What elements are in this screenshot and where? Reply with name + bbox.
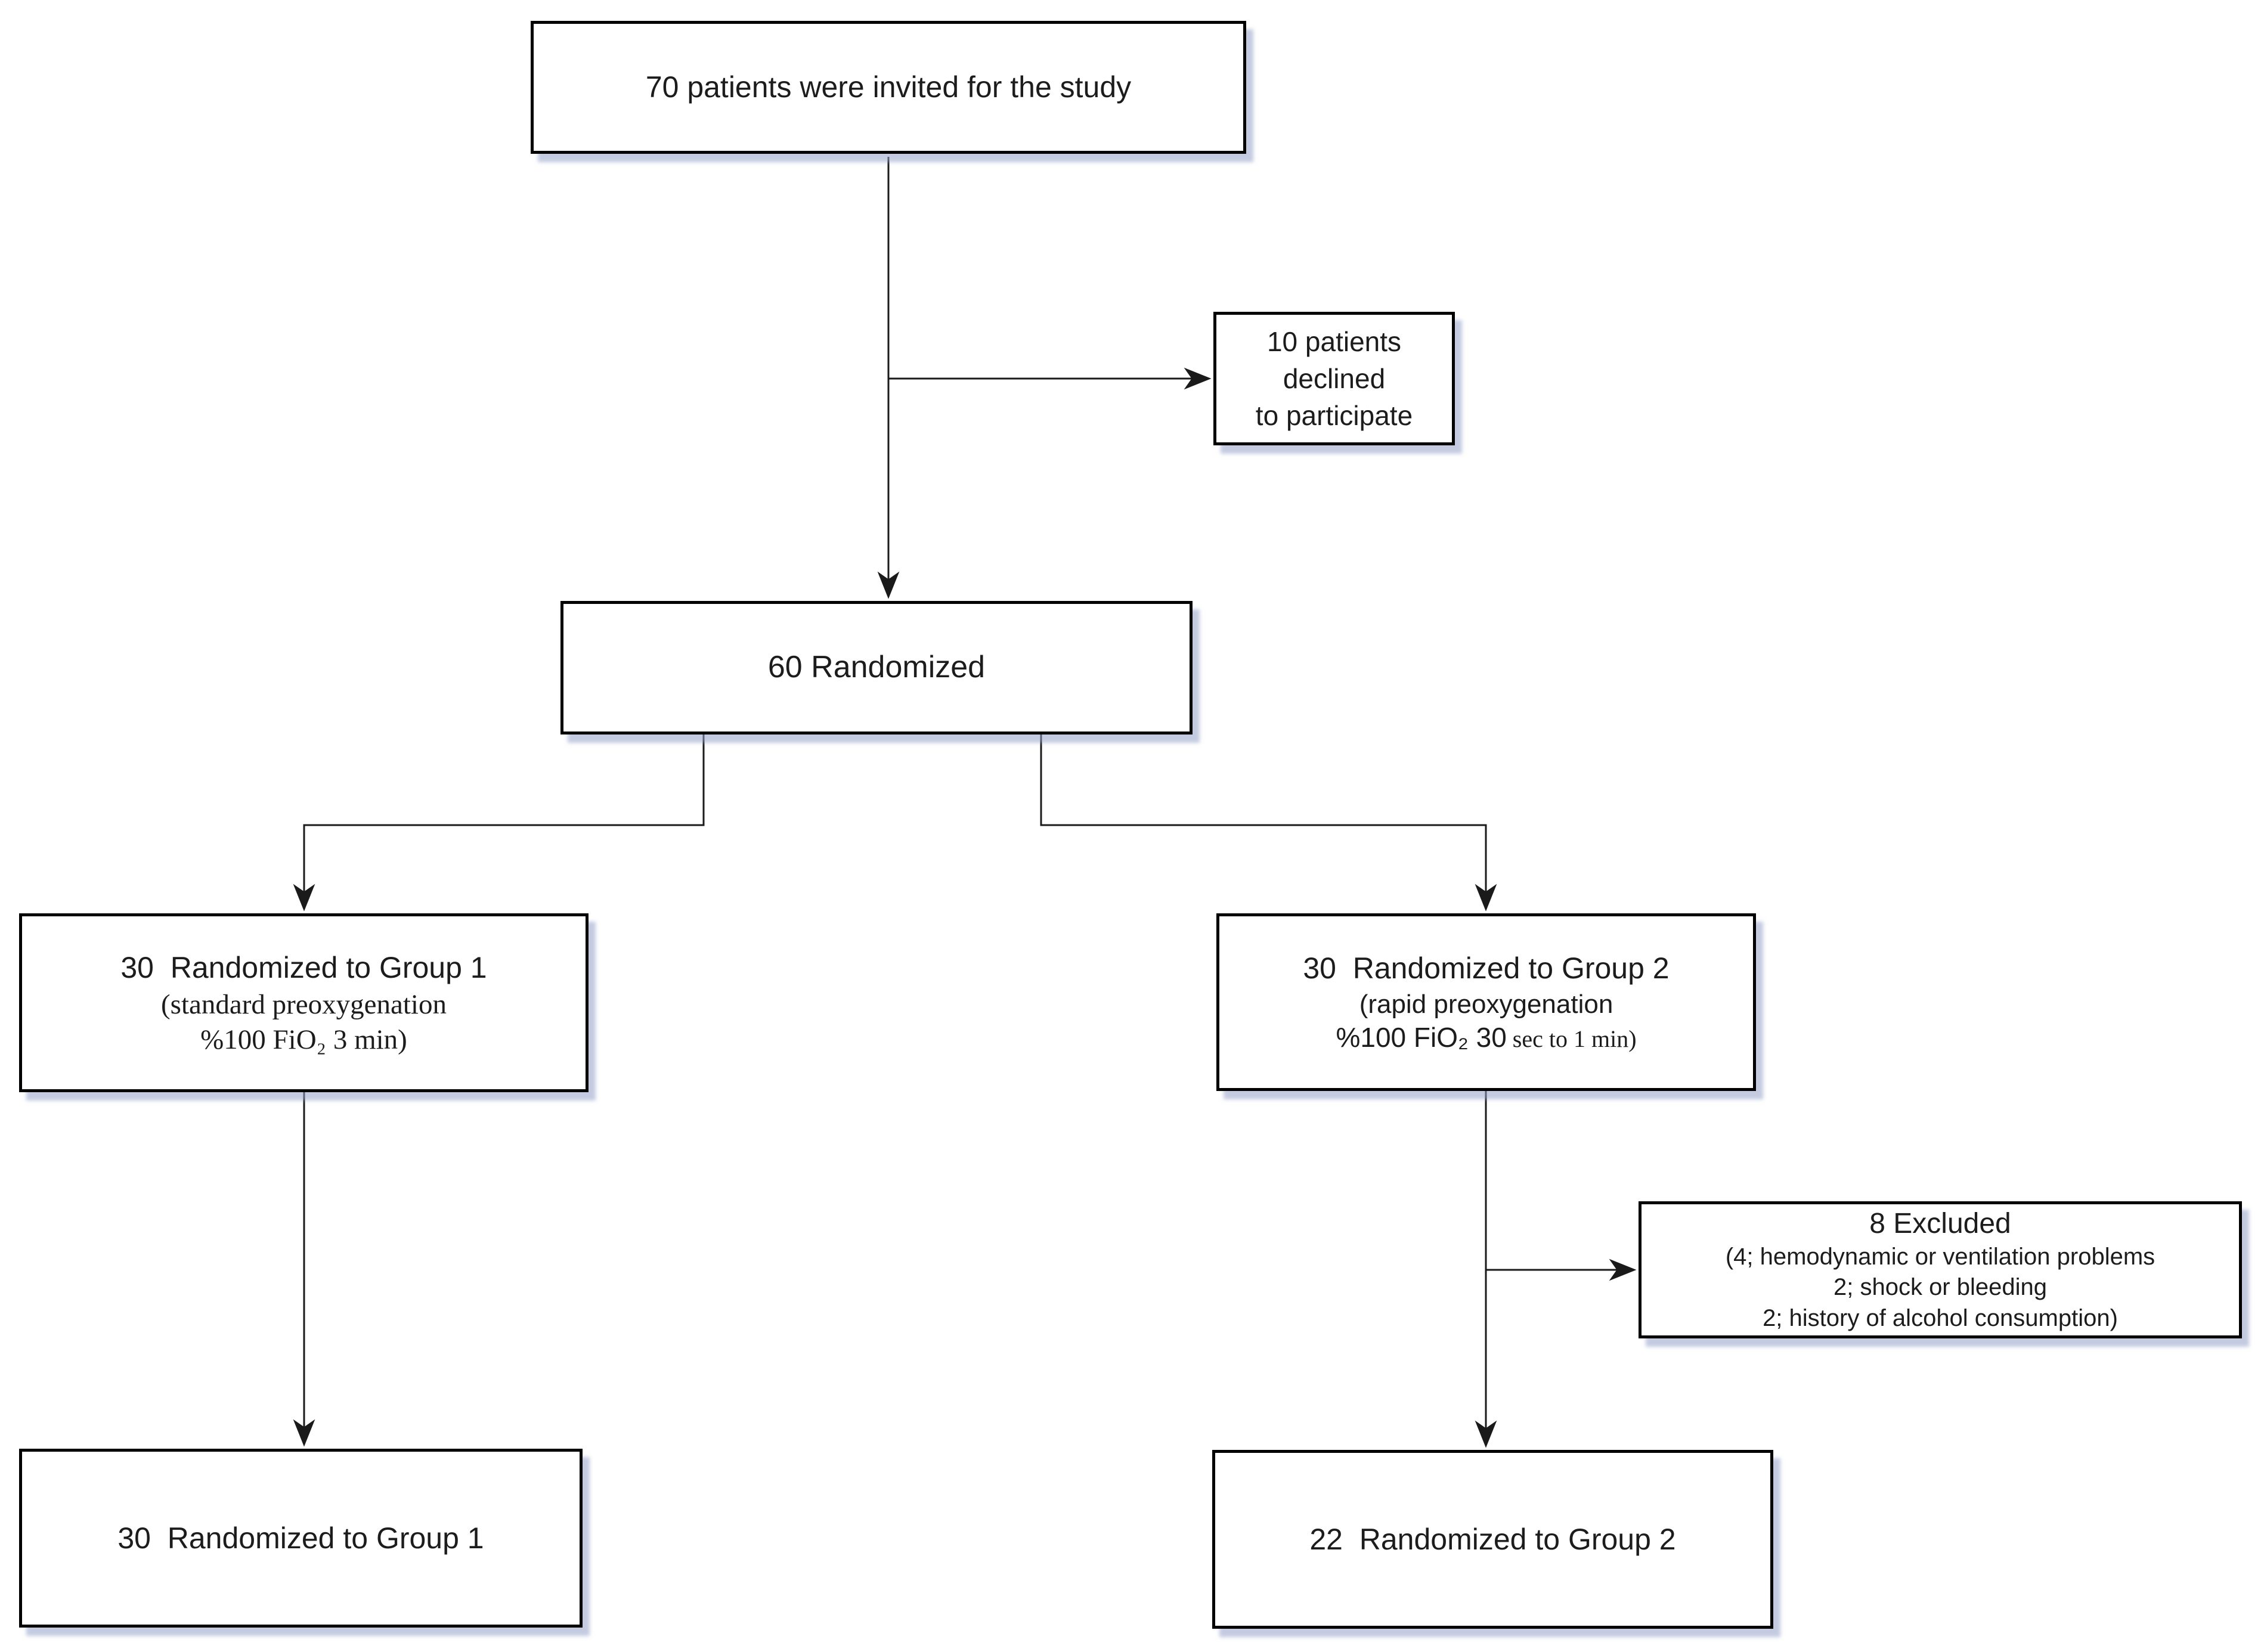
group1-title: 30 Randomized to Group 1 — [120, 950, 487, 984]
randomized-label: 60 Randomized — [767, 650, 986, 685]
declined-line1: 10 patients declined — [1266, 326, 1409, 394]
flow-node-group2-final: 22 Randomized to Group 2 — [1212, 1450, 1773, 1629]
excluded-reason-3: 2; history of alcohol consumption) — [1763, 1304, 2118, 1331]
group2-final-label: 22 Randomized to Group 2 — [1309, 1522, 1676, 1556]
flow-node-excluded: 8 Excluded (4; hemodynamic or ventilatio… — [1639, 1201, 2242, 1338]
group1-subtext-1: (standard preoxygenation — [161, 988, 447, 1020]
group2-subtext-1: (rapid preoxygenation — [1359, 990, 1613, 1019]
connector-randomized-to-group2 — [1040, 734, 1497, 912]
flow-node-group1-final: 30 Randomized to Group 1 — [19, 1449, 583, 1628]
group2-subtext-2-main: %100 FiO₂ 30 — [1336, 1022, 1507, 1053]
declined-line2: to participate — [1255, 400, 1413, 432]
excluded-title: 8 Excluded — [1869, 1208, 2011, 1240]
group2-subtext-2: %100 FiO₂ 30 sec to 1 min) — [1336, 1021, 1636, 1055]
invited-label: 70 patients were invited for the study — [645, 70, 1132, 104]
excluded-reason-1: (4; hemodynamic or ventilation problems — [1725, 1244, 2155, 1270]
group2-subtext-2-tail: sec to 1 min) — [1506, 1025, 1637, 1053]
flow-node-randomized: 60 Randomized — [560, 601, 1193, 734]
group1-subtext-2: %100 FiO₂ 3 min) — [200, 1024, 407, 1055]
group2-title: 30 Randomized to Group 2 — [1303, 951, 1670, 985]
excluded-reason-2: 2; shock or bleeding — [1833, 1274, 2047, 1301]
flow-node-group2: 30 Randomized to Group 2 (rapid preoxyge… — [1216, 913, 1756, 1091]
group1-final-label: 30 Randomized to Group 1 — [117, 1521, 484, 1555]
flow-node-invited: 70 patients were invited for the study — [531, 21, 1246, 154]
flow-node-group1: 30 Randomized to Group 1 (standard preox… — [19, 913, 589, 1092]
connector-randomized-to-group1 — [293, 734, 705, 912]
flow-node-declined: 10 patients declined to participate — [1213, 312, 1455, 445]
